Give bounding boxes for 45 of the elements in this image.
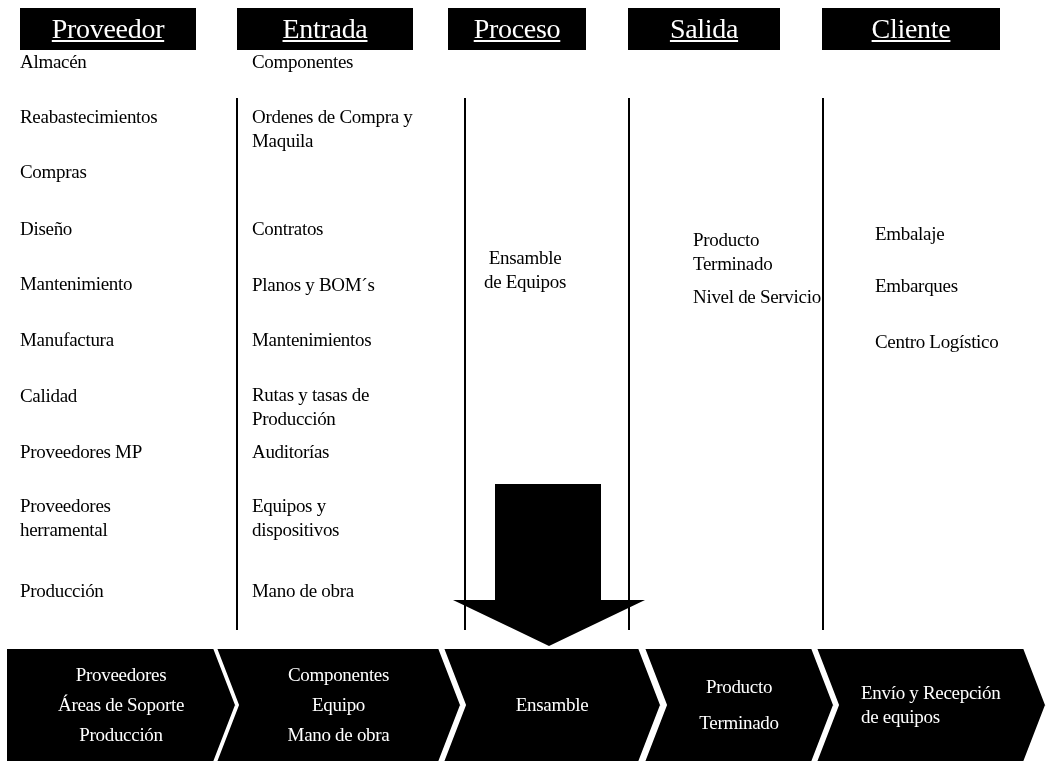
list-item: Mano de obra <box>252 579 355 603</box>
column-header: Proveedor <box>20 8 196 50</box>
list-item: Calidad <box>20 384 78 408</box>
step-text: Mano de obra <box>286 723 391 747</box>
step-text: Equipo <box>310 693 367 717</box>
list-item: Proveedores herramental <box>20 494 112 542</box>
column-header: Entrada <box>237 8 413 50</box>
step-text: Componentes <box>286 663 391 687</box>
list-item: Contratos <box>252 217 325 241</box>
step-text: Envío y Recepción de equipos <box>861 681 1001 729</box>
list-item: Equipos y dispositivos <box>252 494 341 542</box>
step-text: Producto <box>704 675 774 699</box>
list-item: Rutas y tasas de Producción <box>252 383 371 431</box>
list-item: Ordenes de Compra y Maquila <box>252 105 414 153</box>
list-item: Manufactura <box>20 328 115 352</box>
step-text: Ensamble <box>514 693 590 717</box>
chevron-step <box>644 648 834 762</box>
list-item: Diseño <box>20 217 74 241</box>
list-item: Producción <box>20 579 105 603</box>
list-item: Auditorías <box>252 440 331 464</box>
list-item: Embalaje <box>875 222 946 246</box>
list-item: Componentes <box>252 50 355 74</box>
list-item: Compras <box>20 160 88 184</box>
chevron-step <box>816 648 1046 762</box>
column-header: Proceso <box>448 8 586 50</box>
step-text: Terminado <box>698 711 780 735</box>
list-item: Embarques <box>875 274 959 298</box>
list-item: Reabastecimientos <box>20 105 159 129</box>
chevron-step <box>443 648 661 762</box>
chevron-step <box>6 648 236 762</box>
list-item: Proveedores MP <box>20 440 143 464</box>
list-item: Mantenimientos <box>252 328 373 352</box>
step-text: Producción <box>78 723 164 747</box>
list-item: Producto Terminado <box>693 228 774 276</box>
list-item: Nivel de Servicio <box>693 285 821 309</box>
list-item: Almacén <box>20 50 88 74</box>
list-item: Planos y BOM´s <box>252 273 376 297</box>
column-header: Cliente <box>822 8 1000 50</box>
step-text: Proveedores <box>74 663 168 687</box>
list-item: Mantenimiento <box>20 272 134 296</box>
column-header: Salida <box>628 8 780 50</box>
chevron-step <box>216 648 461 762</box>
list-item: Centro Logístico <box>875 330 1000 354</box>
list-item: Ensamble de Equipos <box>483 246 567 294</box>
step-text: Áreas de Soporte <box>56 693 186 717</box>
